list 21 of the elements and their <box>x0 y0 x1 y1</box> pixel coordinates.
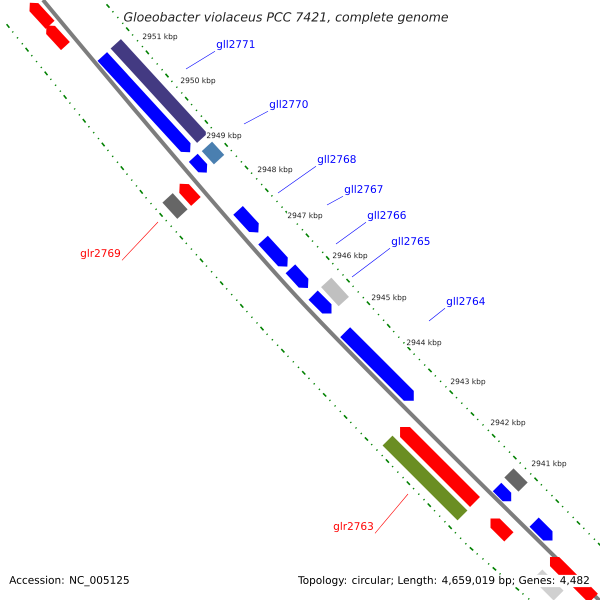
leader-line <box>186 50 216 70</box>
leader-line <box>352 248 390 278</box>
genome-info-text: Topology: circular; Length: 4,659,019 bp; Genes: 4,482 <box>297 574 591 588</box>
leader-line <box>278 166 316 194</box>
leader-line <box>428 308 446 322</box>
gene-label: glr2763 <box>334 522 373 532</box>
gene-label: gll2764 <box>446 296 485 308</box>
gene-label: glr2769 <box>80 248 120 260</box>
leader-line <box>336 222 366 244</box>
leader-line <box>374 494 408 534</box>
gene-label: gll2768 <box>318 154 356 166</box>
gene-label: gll2767 <box>344 184 383 196</box>
leader-line <box>244 110 268 124</box>
leader-line <box>122 222 158 261</box>
accession-text: Accession: NC_005125 <box>8 574 131 588</box>
gene-label: gll2765 <box>392 236 430 248</box>
gene-label: gll2770 <box>270 100 308 110</box>
leader-line <box>326 196 344 206</box>
gene-label: gll2771 <box>216 40 254 50</box>
gene-label: gll2766 <box>368 210 406 222</box>
title: Gloeobacter violaceus PCC 7421, complete genome <box>124 12 448 24</box>
